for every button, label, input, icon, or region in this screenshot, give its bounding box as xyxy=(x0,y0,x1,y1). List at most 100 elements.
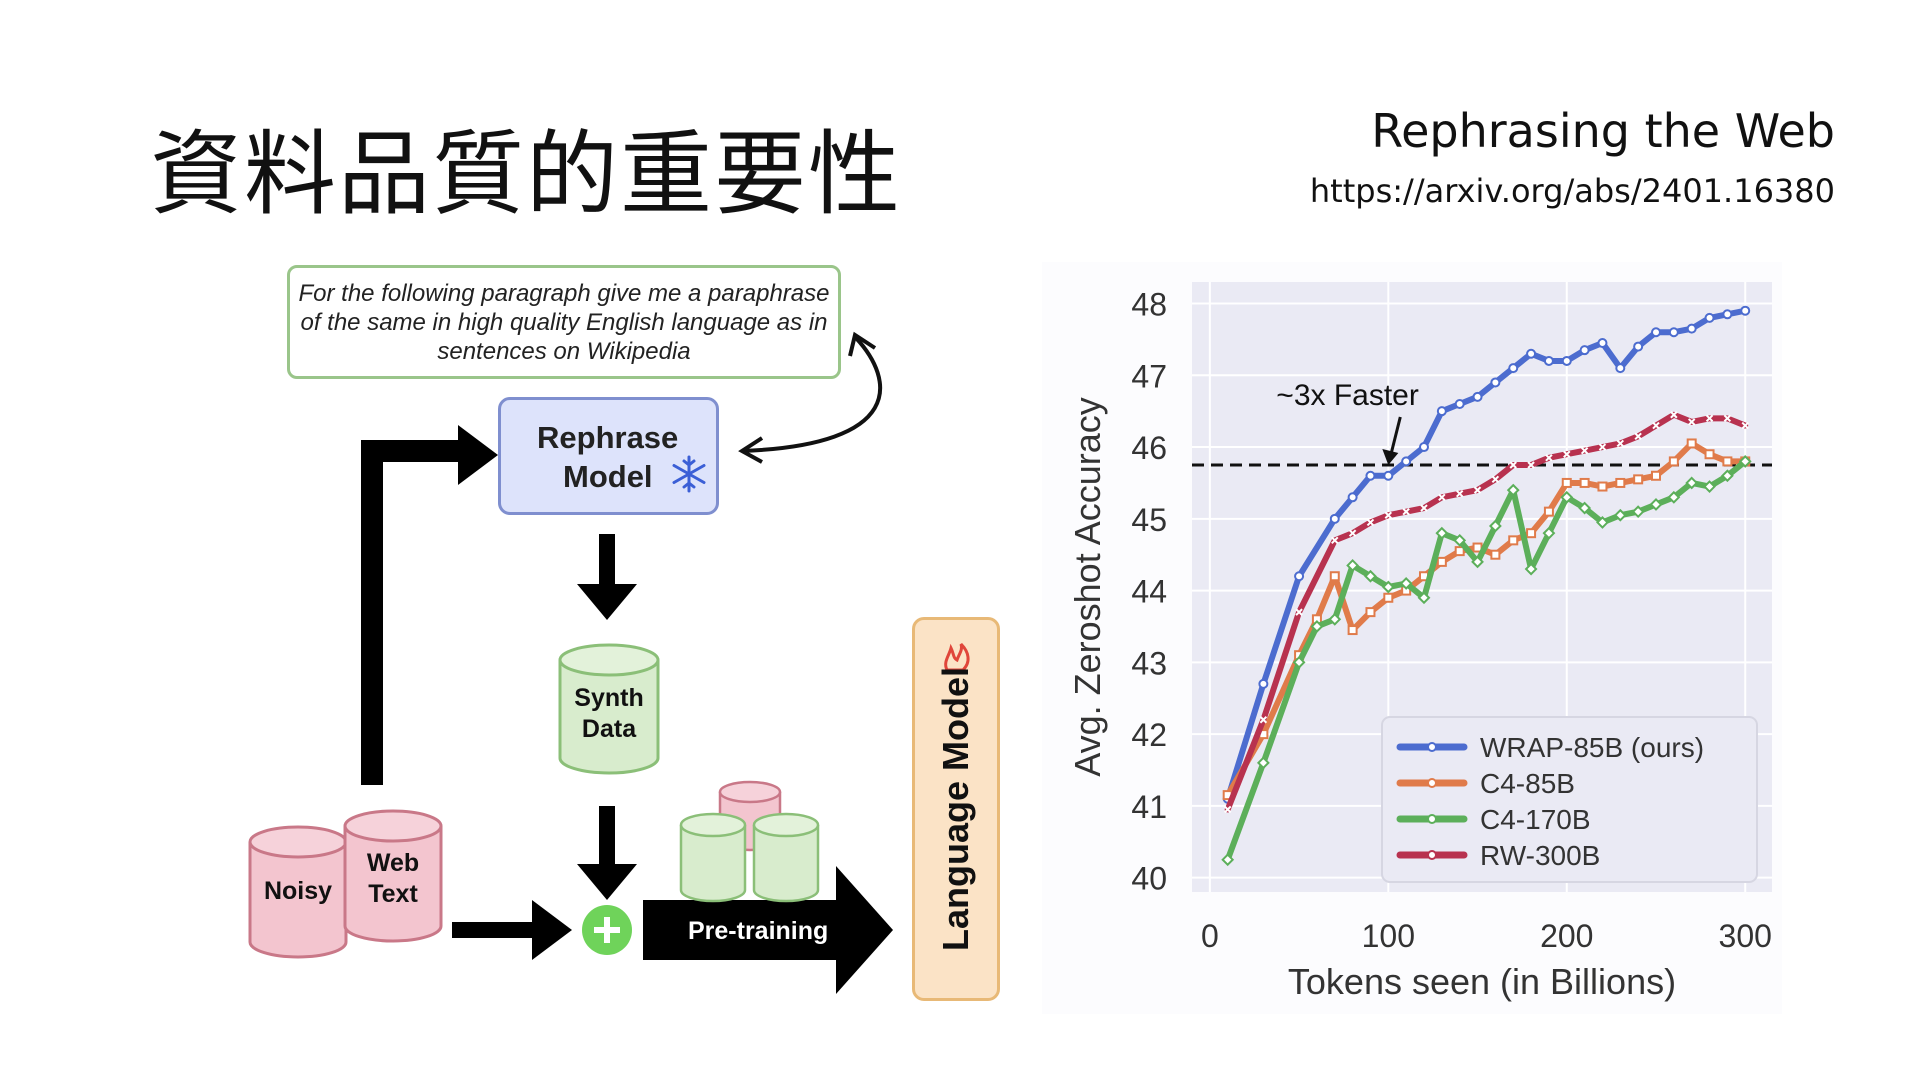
data-point xyxy=(1419,442,1429,453)
data-point xyxy=(1471,555,1484,569)
data-point xyxy=(1720,469,1734,483)
data-point xyxy=(1488,519,1502,533)
mixed-data-stack xyxy=(679,780,820,903)
legend-label: WRAP-85B (ours) xyxy=(1480,732,1704,763)
data-point xyxy=(1596,515,1609,529)
data-point xyxy=(1365,470,1376,481)
data-point xyxy=(1454,546,1465,557)
data-point xyxy=(1527,461,1535,469)
data-point xyxy=(1347,625,1358,636)
annotation-arrow xyxy=(1382,416,1402,465)
y-tick-label: 46 xyxy=(1131,430,1167,466)
data-point xyxy=(1310,620,1324,633)
annotation-arrow-head xyxy=(1382,449,1399,465)
curve-head-left xyxy=(738,436,764,464)
data-point xyxy=(1348,529,1357,537)
synth-data-label: Synth Data xyxy=(560,683,658,745)
data-point xyxy=(1545,454,1553,462)
data-point xyxy=(1383,592,1394,603)
legend-marker xyxy=(1427,742,1437,752)
data-point xyxy=(1399,576,1413,590)
x-axis-label: Tokens seen (in Billions) xyxy=(1288,961,1676,1002)
series-3 xyxy=(1223,411,1749,814)
data-point xyxy=(1598,443,1607,451)
data-point xyxy=(1578,501,1592,515)
rephrase-label-line2: Model xyxy=(563,459,653,494)
data-point xyxy=(1454,399,1465,409)
data-point xyxy=(1436,406,1447,417)
series-2 xyxy=(1221,454,1752,867)
y-axis-label: Avg. Zeroshot Accuracy xyxy=(1067,397,1108,777)
y-tick-label: 42 xyxy=(1131,717,1167,753)
synth-to-plus-head xyxy=(577,864,637,900)
data-point xyxy=(1329,513,1340,524)
flame-logo-icon xyxy=(944,642,970,672)
x-tick-label: 200 xyxy=(1540,918,1593,954)
data-point xyxy=(1651,327,1661,338)
combine-plus-circle xyxy=(582,905,632,955)
data-point xyxy=(1526,348,1537,359)
data-point xyxy=(1543,506,1554,517)
noisy-label: Noisy xyxy=(263,877,333,905)
data-point xyxy=(1651,470,1661,481)
web-label-line2: Text xyxy=(368,880,418,908)
data-point xyxy=(1597,338,1608,348)
data-point xyxy=(1365,607,1376,618)
web-label-line1: Web xyxy=(366,849,420,877)
data-point xyxy=(1561,477,1572,488)
rephrase-to-synth-shaft xyxy=(599,534,615,586)
paraphrase-prompt-text: For the following paragraph give me a pa… xyxy=(298,279,830,365)
paraphrase-prompt-box: For the following paragraph give me a pa… xyxy=(287,265,841,379)
data-point xyxy=(1292,655,1306,669)
synth-to-plus-shaft xyxy=(599,806,615,866)
data-point xyxy=(1686,323,1697,334)
data-point xyxy=(1723,414,1732,423)
data-point xyxy=(1670,411,1678,419)
data-point xyxy=(1738,454,1752,468)
data-point xyxy=(1438,493,1446,502)
data-point xyxy=(1295,608,1303,616)
web-to-plus-shaft xyxy=(452,922,534,938)
data-point xyxy=(1685,476,1699,490)
data-point xyxy=(1420,504,1428,512)
legend-label: C4-170B xyxy=(1480,804,1591,835)
y-tick-label: 44 xyxy=(1131,574,1167,610)
data-point xyxy=(1704,312,1715,323)
x-tick-label: 100 xyxy=(1362,918,1415,954)
pretraining-arrow-head xyxy=(836,866,893,994)
reference-title: Rephrasing the Web xyxy=(1371,104,1835,158)
data-point xyxy=(1383,470,1394,481)
data-point xyxy=(1543,355,1554,366)
language-model-label: Language Model xyxy=(935,666,976,952)
data-point xyxy=(1223,805,1232,814)
data-point xyxy=(1613,508,1627,522)
data-point xyxy=(1384,511,1393,519)
data-point xyxy=(1381,580,1395,594)
series-1 xyxy=(1222,438,1751,801)
web-to-rephrase-arrowhead xyxy=(458,425,498,485)
data-point xyxy=(1328,612,1342,626)
reference-url[interactable]: https://arxiv.org/abs/2401.16380 xyxy=(1309,172,1835,210)
series-0 xyxy=(1222,305,1751,804)
rephrase-to-synth-head xyxy=(577,584,637,620)
y-tick-label: 40 xyxy=(1131,861,1167,897)
web-to-rephrase-arrow xyxy=(361,440,458,785)
data-point xyxy=(1741,421,1749,430)
slide-title: 資料品質的重要性 xyxy=(150,121,903,228)
series-line xyxy=(1224,458,1749,863)
web-to-plus-head xyxy=(532,900,572,960)
data-point xyxy=(1491,475,1500,484)
data-point xyxy=(1346,559,1360,572)
snowflake-icon xyxy=(672,455,706,493)
data-point xyxy=(1259,716,1268,724)
data-point xyxy=(1579,477,1590,488)
annotation-arrow-shaft xyxy=(1388,416,1402,458)
data-point xyxy=(1652,421,1660,430)
legend-label: C4-85B xyxy=(1480,768,1575,799)
synth-label-line1: Synth xyxy=(574,684,644,712)
data-point xyxy=(1294,571,1305,582)
language-model-box: Language Model xyxy=(912,617,1000,1001)
